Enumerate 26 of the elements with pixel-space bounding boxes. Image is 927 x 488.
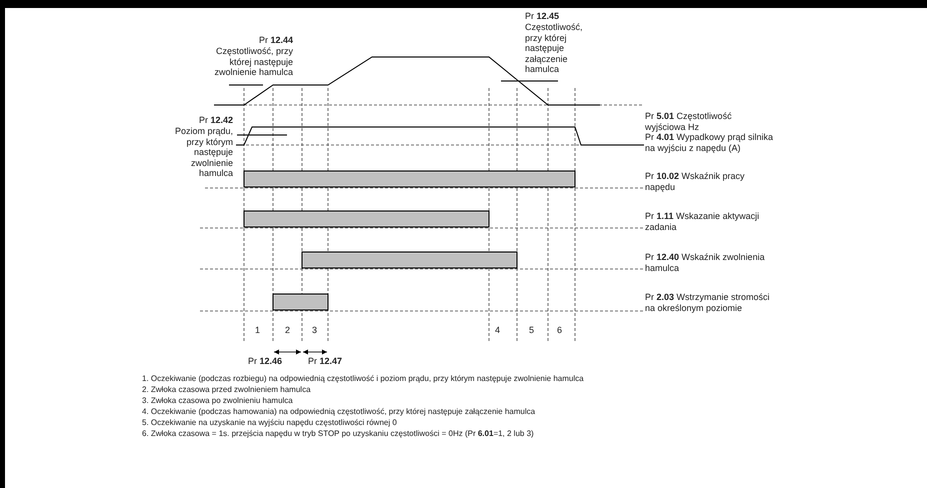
parameter-label: Pr 12.42	[198, 115, 233, 126]
note-text: 5. Oczekiwanie na uzyskanie na wyjściu napędu częstotliwości równej 0	[142, 417, 397, 428]
interval-number: 2	[285, 325, 290, 336]
note-text: 3. Zwłoka czasowa po zwolnieniu hamulca	[142, 395, 293, 406]
note-text: 6. Zwłoka czasowa = 1s. przejścia napędu w tryb STOP po uzyskaniu częstotliwości = 0Hz (Pr 6.01=1, 2 lub 3)	[142, 428, 534, 439]
parameter-label: Pr 12.46	[248, 356, 284, 366]
signal-label: Pr 4.01 Wypadkowy prąd silnika na wyjściu z napędu (A)	[645, 132, 774, 153]
interval-number: 1	[255, 325, 260, 336]
signal-label: Pr 2.03 Wstrzymanie stromości na określonym poziomie	[645, 292, 771, 313]
signal-label: Pr 12.40 Wskaźnik zwolnienia hamulca	[645, 252, 766, 273]
signal-label: Pr 10.02 Wskaźnik pracy napędu	[645, 171, 746, 192]
description-text: Poziom prądu, przy którym następuje zwolnienie hamulca	[174, 126, 233, 178]
signal-label: Pr 5.01 Częstotliwość wyjściowa Hz	[645, 111, 733, 132]
signal-label: Pr 1.11 Wskazanie aktywacji zadania	[645, 211, 760, 232]
note-text: 2. Zwłoka czasowa przed zwolnieniem hamulca	[142, 384, 311, 395]
interval-number: 4	[495, 325, 500, 336]
interval-number: 6	[557, 325, 562, 336]
interval-number: 5	[529, 325, 534, 336]
note-text: 4. Oczekiwanie (podczas hamowania) na odpowiednią częstotliwość, przy której następuje załączenie hamulca	[142, 406, 536, 417]
interval-number: 3	[312, 325, 318, 336]
parameter-label: Pr 12.44	[258, 35, 293, 46]
note-text: 1. Oczekiwanie (podczas rozbiegu) na odpowiednią częstotliwość i poziom prądu, przy którym następuje zwolnienie hamulca	[142, 373, 584, 384]
parameter-label: Pr 12.45	[525, 11, 560, 22]
description-text: Częstotliwość, przy której następuje zwolnienie hamulca	[213, 46, 293, 78]
parameter-label: Pr 12.47	[308, 356, 344, 366]
description-text: Częstotliwość, przy której następuje załączenie hamulca	[525, 22, 584, 74]
